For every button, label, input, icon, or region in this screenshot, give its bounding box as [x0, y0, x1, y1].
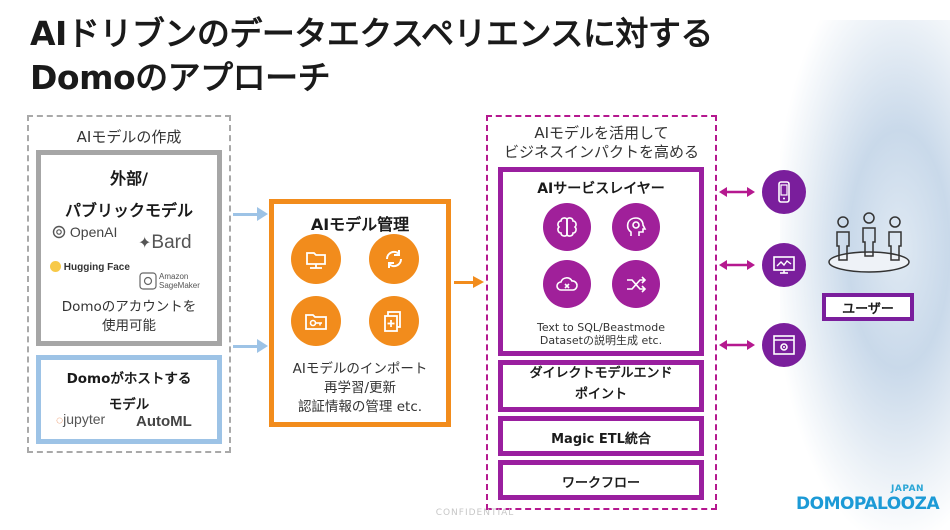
hugging-face-emoji-icon [50, 261, 61, 272]
sparkle-icon: ✦ [138, 235, 152, 252]
ai-service-layer-description: Text to SQL/Beastmode Datasetの説明生成 etc. [498, 321, 704, 347]
business-heading-line-2: ビジネスインパクトを高める [503, 143, 699, 161]
mgmt-desc-line-2: 再学習/更新 [323, 380, 397, 396]
bard-logo-text: Bard [151, 232, 192, 253]
confidential-mark: CONFIDENTIAL [435, 508, 515, 518]
external-desc-line-1: Domoのアカウントを [61, 299, 197, 315]
endpoint-label-line-2: ポイント [574, 387, 627, 402]
workflow-label: ワークフロー [561, 476, 640, 491]
business-impact-section [486, 115, 717, 510]
external-model-title-line-2: パブリックモデル [64, 201, 193, 220]
workflow-box [498, 460, 704, 500]
ai-service-layer-box [498, 167, 704, 356]
brain-icon [543, 203, 591, 251]
external-model-description: Domoのアカウントを 使用可能 [36, 298, 222, 336]
bard-logo: ✦Bard [138, 232, 192, 254]
jupyter-logo: ◌jupyter [56, 411, 105, 427]
magic-etl-label: Magic ETL統合 [551, 432, 651, 447]
external-desc-line-2: 使用可能 [102, 318, 156, 334]
jupyter-orbit-icon: ◌ [56, 413, 64, 427]
add-file-icon [369, 296, 419, 346]
monitor-chart-icon [762, 243, 806, 287]
hosted-title-line-1: Domoがホストする [66, 371, 192, 387]
endpoint-label-line-1: ダイレクトモデルエンド [529, 366, 673, 381]
arrow-mgmt-to-business-head [473, 276, 484, 288]
mobile-phone-icon [762, 170, 806, 214]
folder-network-icon [291, 234, 341, 284]
external-public-model-box [36, 150, 222, 346]
double-arrow-monitor [719, 260, 755, 270]
ai-service-desc-line-1: Text to SQL/Beastmode [536, 321, 666, 334]
browser-settings-icon [762, 323, 806, 367]
ai-model-creation-section [27, 115, 231, 453]
arrow-external-to-mgmt-head [257, 207, 268, 221]
page-title: AIドリブンのデータエクスペリエンスに対する Domoのアプローチ [30, 12, 830, 100]
arrow-hosted-to-mgmt-line [233, 345, 259, 348]
ai-model-management-description: AIモデルのインポート 再学習/更新 認証情報の管理 etc. [269, 360, 451, 417]
head-gear-icon [612, 203, 660, 251]
ai-service-desc-line-2: Datasetの説明生成 etc. [539, 334, 663, 347]
business-heading-line-1: AIモデルを活用して [534, 124, 669, 142]
shuffle-icon [612, 260, 660, 308]
direct-model-endpoint-label: ダイレクトモデルエンド ポイント [498, 363, 704, 405]
huggingface-logo-text: Hugging Face [63, 262, 130, 273]
sagemaker-logo-line-1: Amazon [159, 272, 189, 281]
refresh-icon [369, 234, 419, 284]
title-line-1: AIドリブンのデータエクスペリエンスに対する [30, 14, 713, 53]
users-box [822, 293, 914, 321]
folder-key-icon [291, 296, 341, 346]
double-arrow-mobile [719, 187, 755, 197]
magic-etl-box [498, 416, 704, 456]
automl-logo: AutoML [136, 413, 192, 430]
title-line-2: Domoのアプローチ [30, 58, 331, 97]
openai-logo: OpenAI [52, 224, 117, 240]
mgmt-desc-line-1: AIモデルのインポート [292, 361, 428, 377]
double-arrow-browser [719, 340, 755, 350]
direct-model-endpoint-box [498, 360, 704, 412]
hosted-title-line-2: モデル [108, 397, 150, 413]
external-model-title-line-1: 外部/ [110, 169, 148, 188]
ai-model-management-box [269, 199, 451, 427]
cloud-x-icon [543, 260, 591, 308]
users-people-icon [828, 212, 910, 273]
ai-face-background [780, 20, 950, 530]
openai-logo-text: OpenAI [69, 224, 118, 240]
business-impact-heading: AIモデルを活用して ビジネスインパクトを高める [486, 124, 717, 162]
sagemaker-logo-line-2: SageMaker [159, 281, 200, 290]
domopalooza-logo: DOMOPALOOZA [796, 494, 940, 514]
domo-hosted-model-box [36, 355, 222, 444]
users-label: ユーザー [842, 302, 894, 317]
ai-model-management-title: AIモデル管理 [310, 215, 410, 234]
sagemaker-logo: Amazon SageMaker [139, 272, 200, 290]
sagemaker-icon [139, 272, 157, 290]
arrow-mgmt-to-business-line [454, 281, 476, 284]
jupyter-logo-text: jupyter [63, 411, 106, 427]
huggingface-logo: Hugging Face [50, 261, 130, 273]
ai-service-layer-title: AIサービスレイヤー [537, 181, 665, 197]
arrow-external-to-mgmt-line [233, 213, 259, 216]
brand-japan-text: JAPAN [891, 484, 925, 494]
ai-model-creation-heading: AIモデルの作成 [76, 128, 182, 146]
domo-hosted-model-title: Domoがホストする モデル [36, 366, 222, 418]
external-model-title: 外部/ パブリックモデル [36, 163, 222, 227]
arrow-hosted-to-mgmt-head [257, 339, 268, 353]
openai-knot-icon [52, 225, 66, 239]
mgmt-desc-line-3: 認証情報の管理 etc. [297, 399, 423, 415]
